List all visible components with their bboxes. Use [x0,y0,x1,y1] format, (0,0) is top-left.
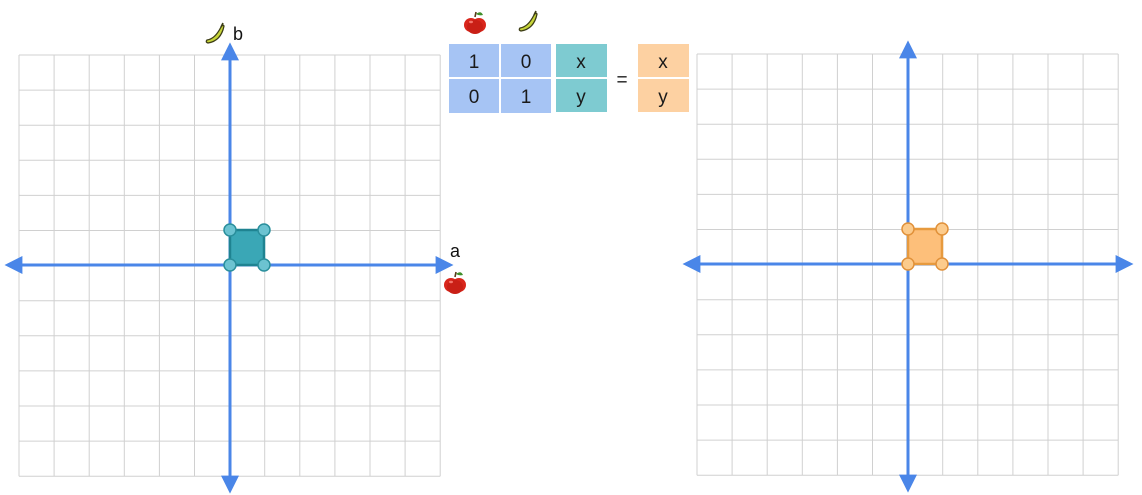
output-vector-cell [638,79,689,112]
input-vector-value: x [576,52,586,73]
right-point[interactable] [901,222,915,236]
matrix-cell [501,79,551,113]
y-axis-label: b [233,24,243,44]
matrix-cell [449,44,499,77]
right-point[interactable] [935,222,949,236]
apple-icon [464,11,486,34]
left-plot: a b [4,22,466,494]
matrix-value: 1 [469,52,480,73]
output-vector-value: y [658,87,668,108]
input-vector-value: y [576,87,586,108]
right-point[interactable] [901,257,915,271]
input-vector-cell [556,44,607,77]
output-vector-value: x [658,52,668,73]
matrix-value: 1 [521,87,532,108]
left-point[interactable] [257,258,271,272]
equals-sign: = [616,70,627,91]
right-point[interactable] [935,257,949,271]
banana-icon [205,22,225,44]
matrix-equation: 1 0 0 1 x y = x y [449,10,689,113]
matrix-cell [449,79,499,113]
matrix-value: 0 [469,87,480,108]
left-point[interactable] [223,258,237,272]
x-axis-label: a [450,241,461,261]
right-unit-square [906,227,944,266]
right-plot [682,40,1134,493]
apple-icon [444,271,466,294]
left-point[interactable] [223,223,237,237]
matrix-cell [501,44,551,77]
matrix-value: 0 [521,52,532,73]
input-vector-cell [556,79,607,112]
left-unit-square [228,228,266,267]
banana-icon [518,10,538,32]
output-vector-cell [638,44,689,77]
left-point[interactable] [257,223,271,237]
